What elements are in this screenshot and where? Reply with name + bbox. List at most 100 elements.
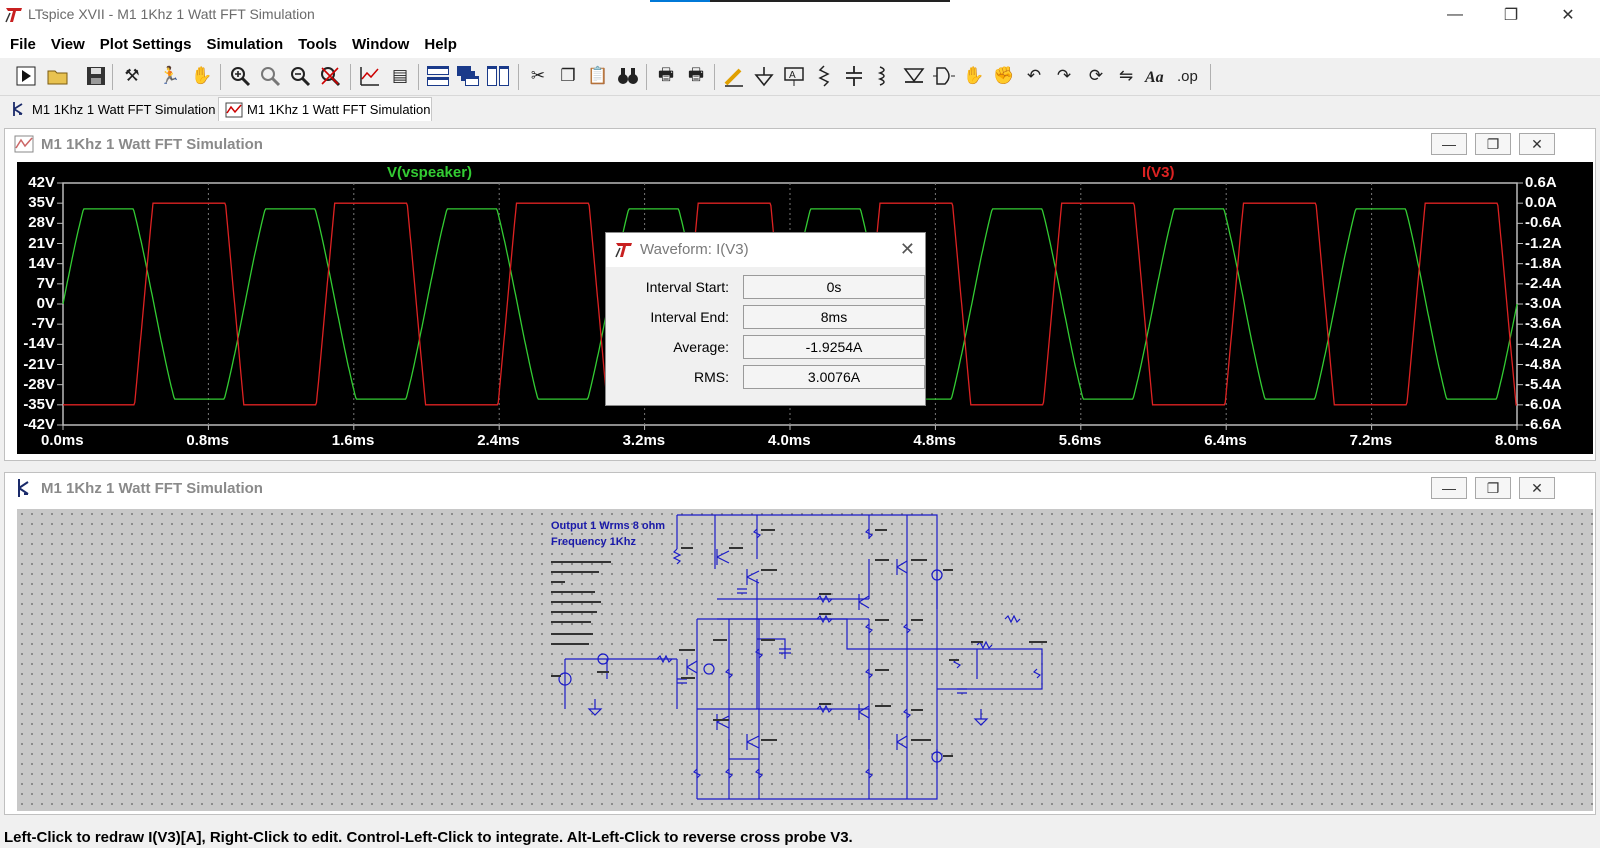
schematic-close-button[interactable]: ✕ xyxy=(1519,477,1555,499)
menu-plot-settings[interactable]: Plot Settings xyxy=(99,35,192,53)
menu-file[interactable]: File xyxy=(10,35,36,53)
undo-icon[interactable]: ↶ xyxy=(1026,66,1042,85)
halt-icon[interactable]: 🏃 xyxy=(159,66,181,85)
window-title: LTspice XVII - M1 1Khz 1 Watt FFT Simula… xyxy=(28,6,315,22)
waveform-restore-button[interactable]: ❐ xyxy=(1475,133,1511,155)
capacitor-icon[interactable] xyxy=(842,64,866,88)
rms-row: RMS: 3.0076A xyxy=(606,365,925,389)
y-left-tick-label: 42V xyxy=(28,174,55,191)
move-icon[interactable]: ✋ xyxy=(963,66,985,85)
diode-icon[interactable] xyxy=(902,64,926,88)
schematic-canvas[interactable]: Output 1 Wrms 8 ohm Frequency 1Khz xyxy=(17,509,1593,811)
component-icon[interactable] xyxy=(932,64,956,88)
average-row: Average: -1.9254A xyxy=(606,335,925,359)
schematic-minimize-button[interactable]: — xyxy=(1431,477,1467,499)
toolbar-separator xyxy=(418,64,419,90)
amplifier-circuit-drawing[interactable]: Output 1 Wrms 8 ohm Frequency 1Khz xyxy=(17,509,1593,811)
autorange-icon[interactable] xyxy=(358,64,382,88)
y-right-tick-label: -6.6A xyxy=(1525,416,1562,433)
rotate-icon[interactable]: ⟳ xyxy=(1088,66,1104,85)
waveform-tab-icon xyxy=(225,102,243,118)
resistor-icon[interactable] xyxy=(812,64,836,88)
average-value[interactable]: -1.9254A xyxy=(743,335,925,359)
tab-label: M1 1Khz 1 Watt FFT Simulation xyxy=(247,102,431,117)
tab-waveform[interactable]: M1 1Khz 1 Watt FFT Simulation xyxy=(218,97,432,121)
tile-horizontal-icon[interactable] xyxy=(426,64,450,88)
waveform-window-title: M1 1Khz 1 Watt FFT Simulation xyxy=(13,129,263,159)
tab-schematic[interactable]: M1 1Khz 1 Watt FFT Simulation xyxy=(4,97,218,121)
find-icon[interactable] xyxy=(616,64,640,88)
x-tick-label: 4.8ms xyxy=(913,432,956,449)
document-tabs: M1 1Khz 1 Watt FFT Simulation M1 1Khz 1 … xyxy=(0,96,1600,122)
save-icon[interactable] xyxy=(84,64,108,88)
rms-label: RMS: xyxy=(694,369,729,385)
tile-vertical-icon[interactable] xyxy=(486,64,510,88)
paste-icon[interactable]: 📋 xyxy=(587,66,609,85)
annotation-output[interactable]: Output 1 Wrms 8 ohm xyxy=(551,520,665,532)
spice-directives-block[interactable] xyxy=(551,561,611,645)
status-bar: Left-Click to redraw I(V3)[A], Right-Cli… xyxy=(0,826,1600,848)
annotation-frequency[interactable]: Frequency 1Khz xyxy=(551,536,636,548)
inductor-icon[interactable] xyxy=(872,64,896,88)
trace-label-vspeaker[interactable]: V(vspeaker) xyxy=(387,164,473,181)
close-icon: ✕ xyxy=(1531,479,1543,496)
close-icon: ✕ xyxy=(1531,135,1543,152)
zoom-cancel-icon[interactable] xyxy=(318,64,342,88)
spice-directive-icon[interactable]: .op xyxy=(1176,64,1200,88)
title-bar: LTspice XVII - M1 1Khz 1 Watt FFT Simula… xyxy=(0,0,1600,30)
drag-icon[interactable]: ✊ xyxy=(993,66,1015,85)
menu-help[interactable]: Help xyxy=(424,35,457,53)
interval-start-value[interactable]: 0s xyxy=(743,275,925,299)
y-right-tick-label: -2.4A xyxy=(1525,274,1562,292)
trace-label-iv3[interactable]: I(V3) xyxy=(1142,164,1175,181)
menu-window[interactable]: Window xyxy=(352,35,410,53)
y-left-tick-label: 21V xyxy=(28,234,55,252)
waveform-window-icon xyxy=(14,135,34,153)
zoom-out-icon[interactable] xyxy=(288,64,312,88)
decor-strip-dark xyxy=(710,0,950,2)
minimize-button[interactable]: — xyxy=(1432,0,1478,30)
menu-tools[interactable]: Tools xyxy=(298,35,337,53)
x-tick-label: 7.2ms xyxy=(1349,432,1393,449)
zoom-to-fit-icon[interactable] xyxy=(258,64,282,88)
maximize-button[interactable]: ❐ xyxy=(1488,0,1534,30)
close-button[interactable]: ✕ xyxy=(1545,0,1591,30)
interval-start-label: Interval Start: xyxy=(645,279,729,295)
text-icon[interactable]: Aa xyxy=(1144,64,1168,88)
waveform-window-title-text: M1 1Khz 1 Watt FFT Simulation xyxy=(41,135,263,153)
plot-settings-icon[interactable]: ▤ xyxy=(391,66,409,85)
label-net-icon[interactable]: A xyxy=(782,64,806,88)
mirror-icon[interactable]: ⇋ xyxy=(1118,66,1134,85)
draw-wire-icon[interactable] xyxy=(722,64,746,88)
schematic-restore-button[interactable]: ❐ xyxy=(1475,477,1511,499)
interval-end-value[interactable]: 8ms xyxy=(743,305,925,329)
waveform-minimize-button[interactable]: — xyxy=(1431,133,1467,155)
ground-icon[interactable] xyxy=(752,64,776,88)
cascade-icon[interactable] xyxy=(456,64,480,88)
minimize-icon: — xyxy=(1442,136,1456,152)
y-left-tick-label: -35V xyxy=(23,395,55,413)
print-icon[interactable]: 🖶 xyxy=(687,64,705,84)
control-panel-icon[interactable]: ⚒ xyxy=(124,66,140,85)
cut-icon[interactable]: ✂ xyxy=(530,66,546,85)
print-setup-icon[interactable]: 🖶 xyxy=(657,64,675,84)
y-left-tick-label: -14V xyxy=(23,335,55,353)
waveform-close-button[interactable]: ✕ xyxy=(1519,133,1555,155)
run-icon[interactable] xyxy=(14,64,38,88)
dialog-close-icon[interactable]: ✕ xyxy=(899,239,915,259)
pan-icon[interactable]: ✋ xyxy=(191,66,213,85)
dialog-title: Waveform: I(V3) xyxy=(640,241,749,258)
menu-view[interactable]: View xyxy=(50,35,85,53)
menu-simulation[interactable]: Simulation xyxy=(206,35,284,53)
redo-icon[interactable]: ↷ xyxy=(1056,66,1072,85)
toolbar-separator xyxy=(646,64,647,90)
copy-icon[interactable]: ❐ xyxy=(560,66,576,85)
y-right-tick-label: -1.2A xyxy=(1525,234,1562,252)
y-left-tick-label: -21V xyxy=(23,355,55,373)
svg-text:.op: .op xyxy=(1177,68,1198,85)
rms-value[interactable]: 3.0076A xyxy=(743,365,925,389)
zoom-in-icon[interactable] xyxy=(228,64,252,88)
close-icon: ✕ xyxy=(1561,7,1575,24)
open-icon[interactable] xyxy=(46,64,70,88)
minimize-icon: — xyxy=(1442,480,1456,496)
